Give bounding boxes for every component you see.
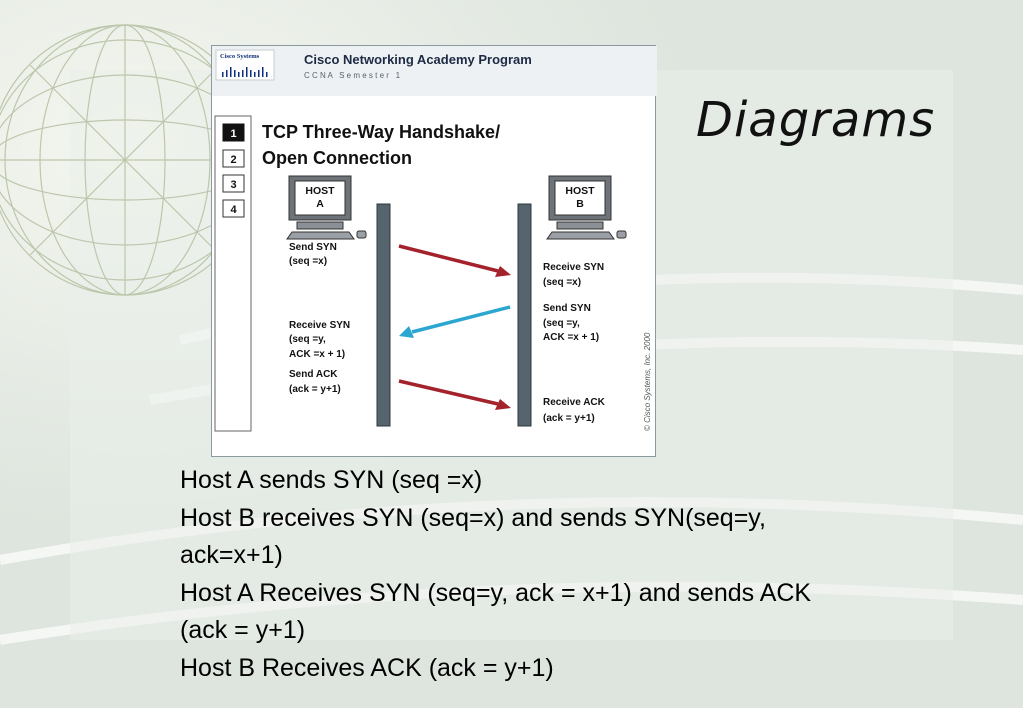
right-label-receive-ack-2: (ack = y+1) [543,413,595,424]
caption-line-6: Host B Receives ACK (ack = y+1) [180,653,554,682]
left-label-receive-syn-3: ACK =x + 1) [289,349,345,360]
host-a-label-line-1: HOST [305,185,335,197]
caption-line-4: Host A Receives SYN (seq=y, ack = x+1) a… [180,578,812,607]
program-title: Cisco Networking Academy Program [304,52,532,67]
right-label-send-syn-2: (seq =y, [543,318,580,329]
page-button-label-2: 2 [230,154,236,166]
handshake-diagram: Cisco Systems Cisco Networking Academy P… [212,46,657,432]
page-nav-column [214,115,252,432]
host-b-timeline [517,203,532,427]
right-label-receive-syn-2: (seq =x) [543,277,581,288]
left-label-send-ack-1: Send ACK [289,369,338,380]
slide-title: Diagrams [696,92,936,148]
left-label-send-syn-1: Send SYN [289,242,337,253]
right-label-send-syn-1: Send SYN [543,303,591,314]
diagram-heading-line-2: Open Connection [262,148,412,168]
left-label-send-ack-2: (ack = y+1) [289,384,341,395]
copyright-note: © Cisco Systems, Inc. 2000 [643,332,652,431]
banner-bar [212,46,657,96]
handshake-figure: Cisco Systems Cisco Networking Academy P… [211,45,657,457]
page-button-label-1: 1 [230,128,236,140]
right-label-receive-ack-1: Receive ACK [543,397,606,408]
arrow-syn-ack-b-to-a [399,305,511,338]
arrow-syn-a-to-b [398,244,511,277]
host-a-computer-icon [286,175,367,240]
host-b-computer-icon [546,175,627,240]
caption-line-3: ack=x+1) [180,541,283,570]
arrow-ack-a-to-b [398,379,511,410]
cisco-bridge-icon [222,67,268,77]
host-b-label-line-2: B [576,198,584,210]
left-label-receive-syn-2: (seq =y, [289,334,326,345]
left-label-receive-syn-1: Receive SYN [289,320,350,331]
right-label-send-syn-3: ACK =x + 1) [543,332,599,343]
left-label-send-syn-2: (seq =x) [289,256,327,267]
cisco-logo-text: Cisco Systems [220,53,260,60]
host-a-label-line-2: A [316,198,324,210]
caption-text: Host A sends SYN (seq =x) Host B receive… [180,462,1000,688]
right-label-receive-syn-1: Receive SYN [543,262,604,273]
page-button-label-4: 4 [230,204,237,216]
caption-line-1: Host A sends SYN (seq =x) [180,466,483,494]
page-button-label-3: 3 [230,179,236,191]
diagram-heading-line-1: TCP Three-Way Handshake/ [262,122,500,142]
host-b-label-line-1: HOST [565,185,595,197]
page-button-3[interactable]: 3 [222,174,245,193]
caption-line-5: (ack = y+1) [180,616,306,645]
course-subtitle: C C N A S e m e s t e r 1 [304,71,401,80]
caption-line-2: Host B receives SYN (seq=x) and sends SY… [180,503,766,532]
cisco-logo [215,49,275,81]
page-button-2[interactable]: 2 [222,149,245,168]
page-button-4[interactable]: 4 [222,199,245,218]
page-button-1[interactable]: 1 [222,123,245,142]
host-a-timeline [376,203,391,427]
